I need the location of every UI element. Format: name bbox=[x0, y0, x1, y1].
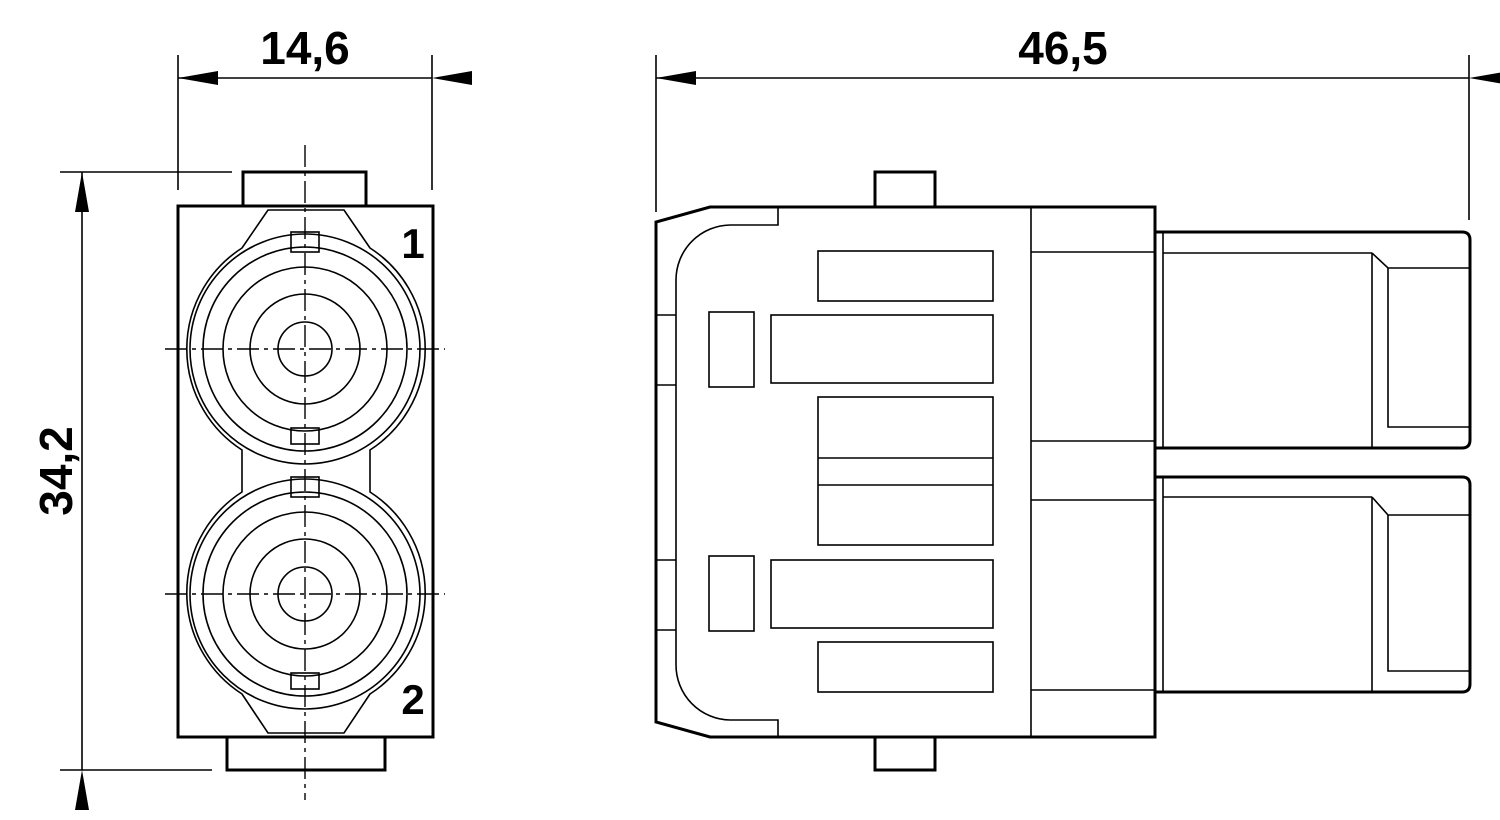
crimp-barrel-upper bbox=[1155, 230, 1472, 450]
crimp-barrel-lower bbox=[1155, 475, 1472, 694]
width-dimension: 14,6 bbox=[177, 22, 472, 190]
side-top-tab bbox=[873, 170, 937, 207]
length-dimension: 46,5 bbox=[655, 22, 1500, 220]
bottom-key-tab bbox=[225, 737, 387, 772]
front-face-profile bbox=[675, 208, 779, 737]
contact-recess-outline bbox=[186, 209, 426, 734]
width-dimension-label: 14,6 bbox=[260, 22, 350, 74]
front-view: 14,6 34,2 bbox=[30, 22, 472, 810]
pin-number-1: 1 bbox=[401, 220, 424, 267]
length-dimension-label: 46,5 bbox=[1018, 22, 1108, 74]
side-windows bbox=[708, 250, 994, 693]
front-center-lines bbox=[165, 145, 445, 800]
side-bottom-tab bbox=[873, 737, 937, 772]
side-body-outline bbox=[654, 205, 1157, 739]
height-dimension-label: 34,2 bbox=[30, 426, 82, 516]
height-dimension: 34,2 bbox=[30, 171, 232, 810]
pin-number-2: 2 bbox=[401, 676, 424, 723]
side-view: 46,5 bbox=[654, 22, 1500, 772]
